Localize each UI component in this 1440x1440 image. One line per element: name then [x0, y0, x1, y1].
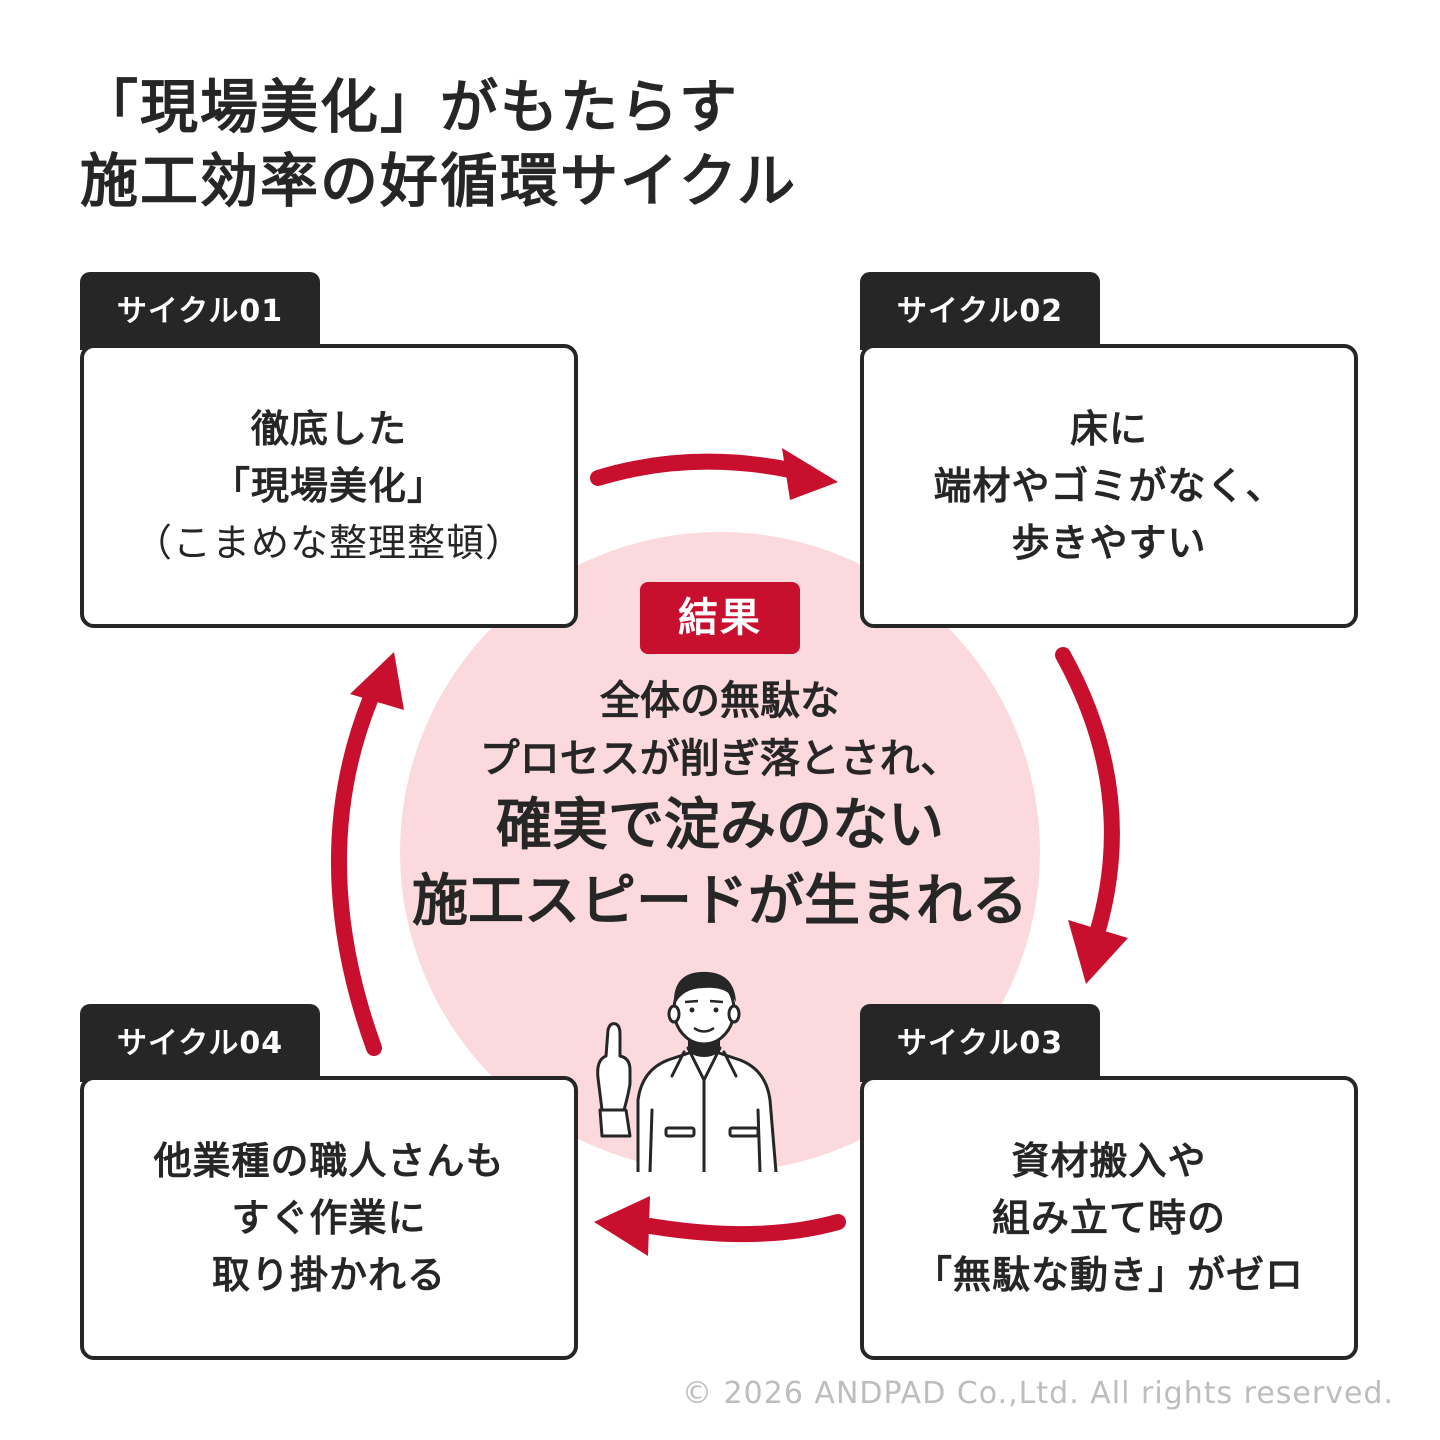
cycle-text-line: すぐ作業に [231, 1195, 427, 1240]
page-title: 「現場美化」がもたらす 施工効率の好循環サイクル [80, 70, 1180, 218]
arrowhead-4-icon [350, 652, 404, 710]
cycle-tag: サイクル03 [860, 1004, 1100, 1082]
arrow-1-to-2-icon [590, 453, 798, 486]
cycle-text-line: 他業種の職人さんも [153, 1138, 505, 1183]
copyright-text: © 2026 ANDPAD Co.,Ltd. All rights reserv… [682, 1376, 1394, 1411]
cycle-box: 資材搬入や 組み立て時の 「無駄な動き」がゼロ [860, 1076, 1358, 1360]
cycle-text-line: 端材やゴミがなく、 [933, 463, 1285, 508]
result-line-2: プロセスが削ぎ落とされ、 [479, 736, 961, 782]
cycle-box: 床に 端材やゴミがなく、 歩きやすい [860, 344, 1358, 628]
result-line-1: 全体の無駄な [600, 678, 840, 724]
arrow-3-to-4-icon [642, 1214, 846, 1243]
result-badge: 結果 [640, 582, 800, 654]
cycle-text-line: 歩きやすい [1011, 520, 1207, 565]
worker-pointing-up-icon [596, 971, 778, 1172]
cycle-text-line: 「現場美化」 [211, 463, 446, 508]
arrow-2-to-3-icon [1055, 647, 1120, 938]
cycle-tag: サイクル02 [860, 272, 1100, 350]
result-line-3: 確実で淀みのない [496, 793, 944, 858]
arrowhead-1-icon [782, 448, 838, 500]
cycle-text-line: 徹底した [250, 406, 407, 451]
title-line-2: 施工効率の好循環サイクル [80, 147, 798, 216]
arrow-4-to-1-icon [331, 692, 382, 1056]
cycle-text-line: 資材搬入や [1011, 1138, 1207, 1183]
cycle-text-line: 床に [1069, 406, 1148, 451]
result-text: 全体の無駄な プロセスが削ぎ落とされ、 確実で淀みのない 施工スピードが生まれる [360, 672, 1080, 940]
title-line-1: 「現場美化」がもたらす [80, 73, 739, 141]
cycle-box: 他業種の職人さんも すぐ作業に 取り掛かれる [80, 1076, 578, 1360]
cycle-text-line: 「無駄な動き」がゼロ [913, 1252, 1304, 1297]
arrowhead-3-icon [594, 1196, 650, 1256]
cycle-text-line: 取り掛かれる [211, 1252, 446, 1297]
cycle-tag: サイクル01 [80, 272, 320, 350]
cycle-tag: サイクル04 [80, 1004, 320, 1082]
result-line-4: 施工スピードが生まれる [412, 869, 1028, 934]
arrowhead-2-icon [1068, 920, 1128, 984]
cycle-text-line: 組み立て時の [991, 1195, 1226, 1240]
cycle-box: 徹底した 「現場美化」 （こまめな整理整頓） [80, 344, 578, 628]
cycle-text-line: （こまめな整理整頓） [133, 520, 524, 565]
